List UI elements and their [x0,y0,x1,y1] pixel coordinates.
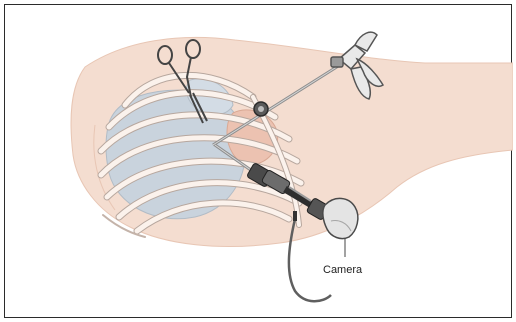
figure-frame: Camera [4,4,512,318]
camera-label: Camera [323,264,363,276]
camera-icon [323,198,358,257]
thoracoscopy-illustration: Camera [5,5,513,319]
